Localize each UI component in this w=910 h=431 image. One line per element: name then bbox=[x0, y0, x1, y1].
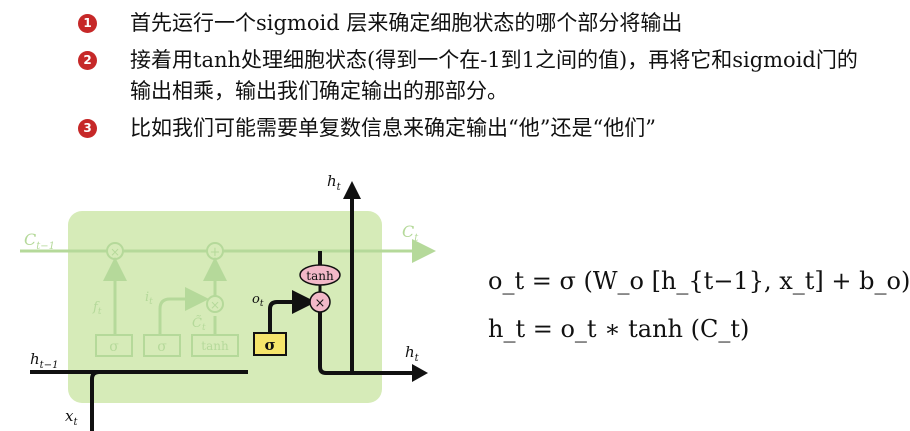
c-tilde-label: C̃t bbox=[192, 315, 206, 333]
hidden-output-line bbox=[318, 312, 412, 375]
bullet-marker-1: 1 bbox=[78, 14, 97, 33]
hidden-output-arrow bbox=[412, 364, 428, 382]
input-gate-line bbox=[158, 287, 209, 335]
sigma-box-input bbox=[143, 334, 181, 357]
tanh-box-candidate bbox=[191, 334, 239, 357]
o-gate-label: ot bbox=[252, 292, 264, 309]
sigma-box-output-label: σ bbox=[264, 336, 275, 354]
h-top-label: ht bbox=[327, 172, 342, 193]
bullet-item-3: 3 比如我们可能需要单复数信息来确定输出“他”还是“他们” bbox=[78, 113, 868, 144]
formula-block: o_t = σ (W_o [h_{t−1}, x_t] + b_o) h_t =… bbox=[488, 257, 910, 353]
output-gate-line bbox=[268, 290, 316, 333]
sigma-box-input-label: σ bbox=[157, 339, 167, 355]
h-prev-label: ht−1 bbox=[30, 350, 58, 371]
formula-hidden-state: h_t = o_t ∗ tanh (C_t) bbox=[488, 315, 750, 343]
mult-node-forget-label: × bbox=[110, 245, 120, 259]
bullet-marker-3: 3 bbox=[78, 119, 97, 138]
i-gate-label: it bbox=[145, 290, 153, 307]
tanh-box-candidate-label: tanh bbox=[201, 339, 229, 353]
bullet-marker-2: 2 bbox=[78, 51, 97, 70]
sigma-box-forget-label: σ bbox=[109, 339, 119, 355]
sigma-box-forget bbox=[95, 334, 133, 357]
bullet-item-2: 2 接着用tanh处理细胞状态(得到一个在-1到1之间的值)，再将它和sigmo… bbox=[78, 45, 868, 107]
x-in-label: xt bbox=[65, 407, 78, 428]
bullet-item-1: 1 首先运行一个sigmoid 层来确定细胞状态的哪个部分将输出 bbox=[78, 8, 868, 39]
mult-node-input-label: × bbox=[210, 298, 220, 312]
bullet-text-3: 比如我们可能需要单复数信息来确定输出“他”还是“他们” bbox=[130, 116, 656, 140]
h-right-label: ht bbox=[405, 343, 420, 364]
f-gate-label: ft bbox=[92, 300, 102, 317]
c-prev-label: Ct−1 bbox=[24, 230, 55, 252]
lstm-output-gate-diagram: Ct−1 Ct × + × σ σ tanh ft it C̃t ht−1 xt… bbox=[20, 172, 436, 431]
add-node-label: + bbox=[210, 245, 221, 260]
hidden-up-arrow bbox=[343, 181, 361, 199]
bullet-text-2: 接着用tanh处理细胞状态(得到一个在-1到1之间的值)，再将它和sigmoid… bbox=[130, 48, 858, 103]
tanh-oval-label: tanh bbox=[306, 269, 334, 283]
x-input-line bbox=[90, 370, 100, 431]
mult-node-output-label: × bbox=[315, 296, 326, 311]
bullet-list: 1 首先运行一个sigmoid 层来确定细胞状态的哪个部分将输出 2 接着用ta… bbox=[78, 8, 868, 150]
formula-output-gate: o_t = σ (W_o [h_{t−1}, x_t] + b_o) bbox=[488, 267, 910, 295]
bullet-text-1: 首先运行一个sigmoid 层来确定细胞状态的哪个部分将输出 bbox=[130, 11, 683, 35]
c-next-label: Ct bbox=[402, 222, 419, 244]
